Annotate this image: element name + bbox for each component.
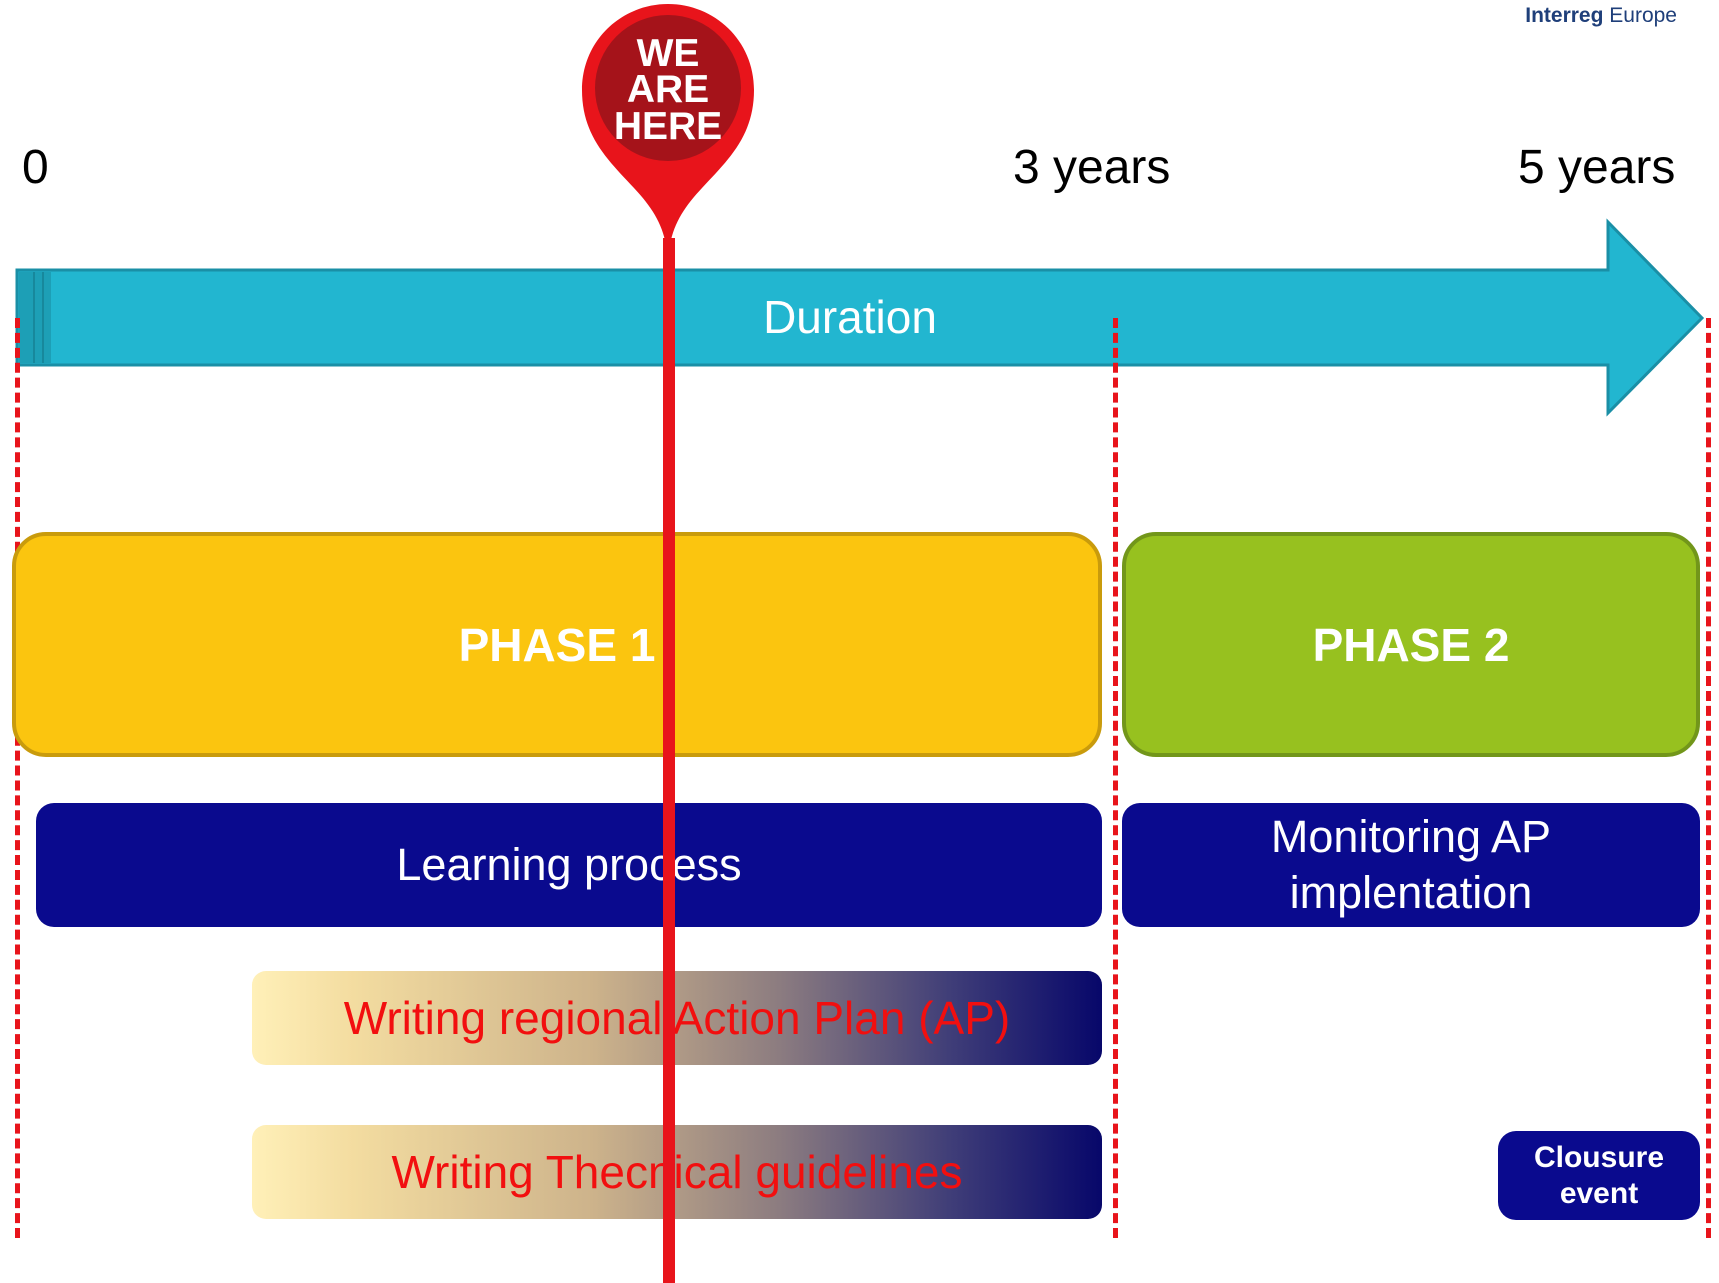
writing-action-plan-label: Writing regional Action Plan (AP) xyxy=(343,992,1011,1044)
milestone-line-start xyxy=(15,318,20,1238)
we-are-here-label: WE ARE HERE xyxy=(600,32,736,148)
monitoring-ap-bar: Monitoring AP implentation xyxy=(1122,803,1700,927)
learning-process-label: Learning process xyxy=(396,838,742,890)
phase-1-box: PHASE 1 xyxy=(12,532,1102,757)
phase-2-box: PHASE 2 xyxy=(1122,532,1700,757)
writing-action-plan-bar: Writing regional Action Plan (AP) xyxy=(252,971,1102,1065)
interreg-europe-logo: Interreg Europe xyxy=(1525,4,1677,28)
duration-arrow-shape xyxy=(15,218,1705,417)
writing-guidelines-bar: Writing Thecnical guidelines xyxy=(252,1125,1102,1219)
phase-1-label: PHASE 1 xyxy=(458,618,656,671)
learning-process-bar: Learning process xyxy=(36,803,1102,927)
current-position-line xyxy=(663,238,675,1283)
milestone-line-5-years xyxy=(1706,318,1711,1238)
monitoring-ap-label: Monitoring AP implentation xyxy=(1271,809,1551,922)
duration-arrow xyxy=(15,218,1705,417)
logo-regular-text: Europe xyxy=(1603,4,1677,27)
we-are-here-pin xyxy=(582,4,754,245)
closure-event-box: Clousure event xyxy=(1498,1131,1700,1220)
monitoring-ap-label-line-1: Monitoring AP xyxy=(1270,810,1552,862)
duration-label: Duration xyxy=(763,291,937,343)
closure-event-label: Clousure event xyxy=(1534,1140,1664,1212)
we-are-here-line-1: WE xyxy=(636,32,700,75)
we-are-here-line-2: ARE xyxy=(626,68,710,112)
closure-event-label-line-1: Clousure xyxy=(1533,1140,1665,1174)
we-are-here-line-3: HERE xyxy=(613,104,723,148)
logo-bold-text: Interreg xyxy=(1525,4,1604,27)
closure-event-label-line-2: event xyxy=(1559,1176,1639,1210)
tick-label-3-years: 3 years xyxy=(1013,141,1171,194)
milestone-line-3-years xyxy=(1113,318,1118,1238)
pin-inner-circle xyxy=(595,15,741,161)
phase-2-label: PHASE 2 xyxy=(1312,618,1510,671)
writing-guidelines-label: Writing Thecnical guidelines xyxy=(391,1146,963,1198)
tick-label-start: 0 xyxy=(22,141,49,194)
monitoring-ap-label-line-2: implentation xyxy=(1289,867,1533,918)
tick-label-5-years: 5 years xyxy=(1518,141,1676,194)
